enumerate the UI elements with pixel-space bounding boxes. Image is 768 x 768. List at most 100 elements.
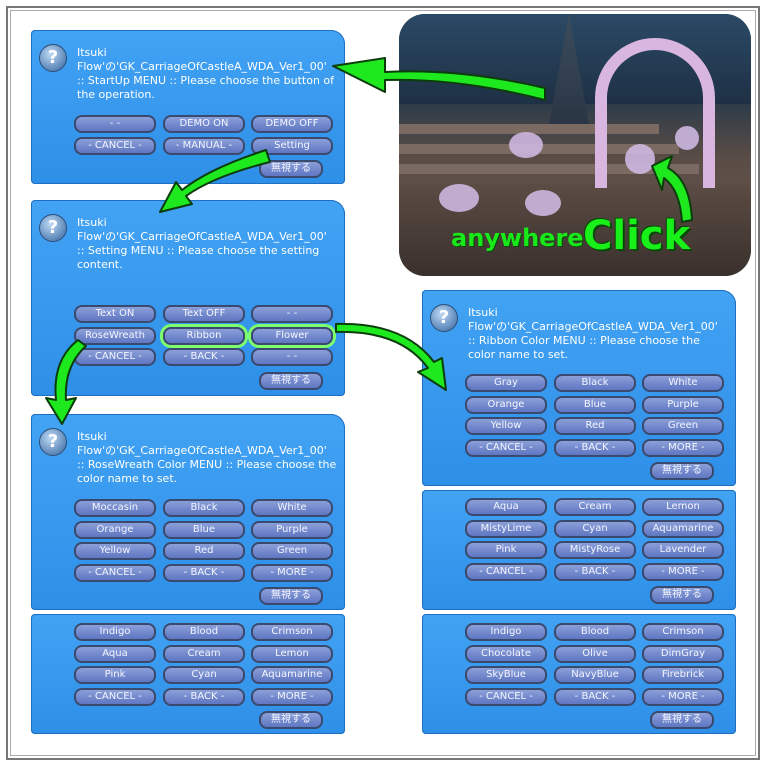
color-button[interactable]: Cyan bbox=[554, 520, 636, 538]
question-icon: ? bbox=[39, 428, 67, 456]
owner-name: Itsuki bbox=[77, 46, 107, 59]
ignore-button[interactable]: 無視する bbox=[259, 711, 323, 729]
color-button[interactable]: Firebrick bbox=[642, 666, 724, 684]
cancel-button[interactable]: - CANCEL - bbox=[74, 688, 156, 706]
cancel-button[interactable]: - CANCEL - bbox=[74, 348, 156, 366]
color-button[interactable]: Aqua bbox=[74, 645, 156, 663]
color-button[interactable]: Cyan bbox=[163, 666, 245, 684]
owner-name: Itsuki bbox=[77, 216, 107, 229]
ignore-button[interactable]: 無視する bbox=[650, 586, 714, 604]
cancel-button[interactable]: - CANCEL - bbox=[74, 564, 156, 582]
color-button[interactable]: Orange bbox=[465, 396, 547, 414]
color-button[interactable]: Lavender bbox=[642, 541, 724, 559]
setting-button[interactable]: Setting bbox=[251, 137, 333, 155]
cancel-button[interactable]: - CANCEL - bbox=[465, 688, 547, 706]
more-button[interactable]: - MORE - bbox=[642, 688, 724, 706]
click-label: Click bbox=[583, 213, 691, 259]
color-button[interactable]: Indigo bbox=[465, 623, 547, 641]
color-button[interactable]: Chocolate bbox=[465, 645, 547, 663]
color-button[interactable]: White bbox=[251, 499, 333, 517]
cancel-button[interactable]: - CANCEL - bbox=[74, 137, 156, 155]
flower-button[interactable]: Flower bbox=[251, 327, 333, 345]
color-button[interactable]: Indigo bbox=[74, 623, 156, 641]
color-button[interactable]: Olive bbox=[554, 645, 636, 663]
color-button[interactable]: MistyRose bbox=[554, 541, 636, 559]
color-button[interactable]: Aquamarine bbox=[642, 520, 724, 538]
color-button[interactable]: Aqua bbox=[465, 498, 547, 516]
color-button[interactable]: Yellow bbox=[74, 542, 156, 560]
back-button[interactable]: - BACK - bbox=[554, 563, 636, 581]
more-button[interactable]: - MORE - bbox=[642, 563, 724, 581]
color-button[interactable]: Gray bbox=[465, 374, 547, 392]
cancel-button[interactable]: - CANCEL - bbox=[465, 563, 547, 581]
color-button[interactable]: DimGray bbox=[642, 645, 724, 663]
blank-button[interactable]: - - bbox=[74, 115, 156, 133]
color-button[interactable]: NavyBlue bbox=[554, 666, 636, 684]
color-button[interactable]: Red bbox=[554, 417, 636, 435]
back-button[interactable]: - BACK - bbox=[554, 439, 636, 457]
color-button[interactable]: Black bbox=[163, 499, 245, 517]
rosewreath-button[interactable]: RoseWreath bbox=[74, 327, 156, 345]
color-button[interactable]: Aquamarine bbox=[251, 666, 333, 684]
color-button[interactable]: Black bbox=[554, 374, 636, 392]
color-button[interactable]: Blue bbox=[163, 521, 245, 539]
ribbon-button[interactable]: Ribbon bbox=[163, 327, 245, 345]
color-button[interactable]: Pink bbox=[465, 541, 547, 559]
color-button[interactable]: Lemon bbox=[642, 498, 724, 516]
menu-message: :: Ribbon Color MENU :: Please choose th… bbox=[468, 334, 700, 361]
color-button[interactable]: Green bbox=[251, 542, 333, 560]
more-button[interactable]: - MORE - bbox=[251, 564, 333, 582]
color-button[interactable]: Blue bbox=[554, 396, 636, 414]
ignore-button[interactable]: 無視する bbox=[259, 587, 323, 605]
text-on-button[interactable]: Text ON bbox=[74, 305, 156, 323]
text-off-button[interactable]: Text OFF bbox=[163, 305, 245, 323]
color-button[interactable]: Cream bbox=[554, 498, 636, 516]
color-button[interactable]: Orange bbox=[74, 521, 156, 539]
question-icon: ? bbox=[430, 304, 458, 332]
color-button[interactable]: Red bbox=[163, 542, 245, 560]
manual-button[interactable]: - MANUAL - bbox=[163, 137, 245, 155]
blank-button[interactable]: - - bbox=[251, 348, 333, 366]
color-button[interactable]: Moccasin bbox=[74, 499, 156, 517]
startup-menu-dialog: ? Itsuki Flow'の'GK_CarriageOfCastleA_WDA… bbox=[31, 30, 345, 184]
back-button[interactable]: - BACK - bbox=[163, 564, 245, 582]
color-button[interactable]: Purple bbox=[642, 396, 724, 414]
blank-button[interactable]: - - bbox=[251, 305, 333, 323]
ignore-button[interactable]: 無視する bbox=[650, 711, 714, 729]
color-button[interactable]: SkyBlue bbox=[465, 666, 547, 684]
color-button[interactable]: White bbox=[642, 374, 724, 392]
ribbon-rose bbox=[525, 190, 561, 216]
outer-frame bbox=[6, 6, 760, 760]
color-button[interactable]: Purple bbox=[251, 521, 333, 539]
rosewreath-color-dialog-page2: Indigo Blood Crimson Aqua Cream Lemon Pi… bbox=[31, 614, 345, 734]
ribbon-rose bbox=[625, 144, 655, 174]
anywhere-label: anywhere bbox=[451, 224, 584, 252]
demo-off-button[interactable]: DEMO OFF bbox=[251, 115, 333, 133]
back-button[interactable]: - BACK - bbox=[163, 348, 245, 366]
color-button[interactable]: Green bbox=[642, 417, 724, 435]
more-button[interactable]: - MORE - bbox=[251, 688, 333, 706]
back-button[interactable]: - BACK - bbox=[554, 688, 636, 706]
ignore-button[interactable]: 無視する bbox=[259, 372, 323, 390]
color-button[interactable]: Blood bbox=[554, 623, 636, 641]
arrow-to-startup bbox=[332, 57, 546, 101]
more-button[interactable]: - MORE - bbox=[642, 439, 724, 457]
color-button[interactable]: Cream bbox=[163, 645, 245, 663]
color-button[interactable]: Lemon bbox=[251, 645, 333, 663]
back-button[interactable]: - BACK - bbox=[163, 688, 245, 706]
ignore-button[interactable]: 無視する bbox=[650, 462, 714, 480]
setting-menu-dialog: ? Itsuki Flow'の'GK_CarriageOfCastleA_WDA… bbox=[31, 200, 345, 396]
menu-message: :: StartUp MENU :: Please choose the but… bbox=[77, 74, 335, 101]
ignore-button[interactable]: 無視する bbox=[259, 160, 323, 178]
ribbon-rose bbox=[509, 132, 543, 158]
color-button[interactable]: Crimson bbox=[642, 623, 724, 641]
scene-photo[interactable]: anywhere Click bbox=[399, 14, 751, 276]
question-icon: ? bbox=[39, 44, 67, 72]
demo-on-button[interactable]: DEMO ON bbox=[163, 115, 245, 133]
color-button[interactable]: Yellow bbox=[465, 417, 547, 435]
color-button[interactable]: Pink bbox=[74, 666, 156, 684]
color-button[interactable]: MistyLime bbox=[465, 520, 547, 538]
color-button[interactable]: Blood bbox=[163, 623, 245, 641]
cancel-button[interactable]: - CANCEL - bbox=[465, 439, 547, 457]
color-button[interactable]: Crimson bbox=[251, 623, 333, 641]
